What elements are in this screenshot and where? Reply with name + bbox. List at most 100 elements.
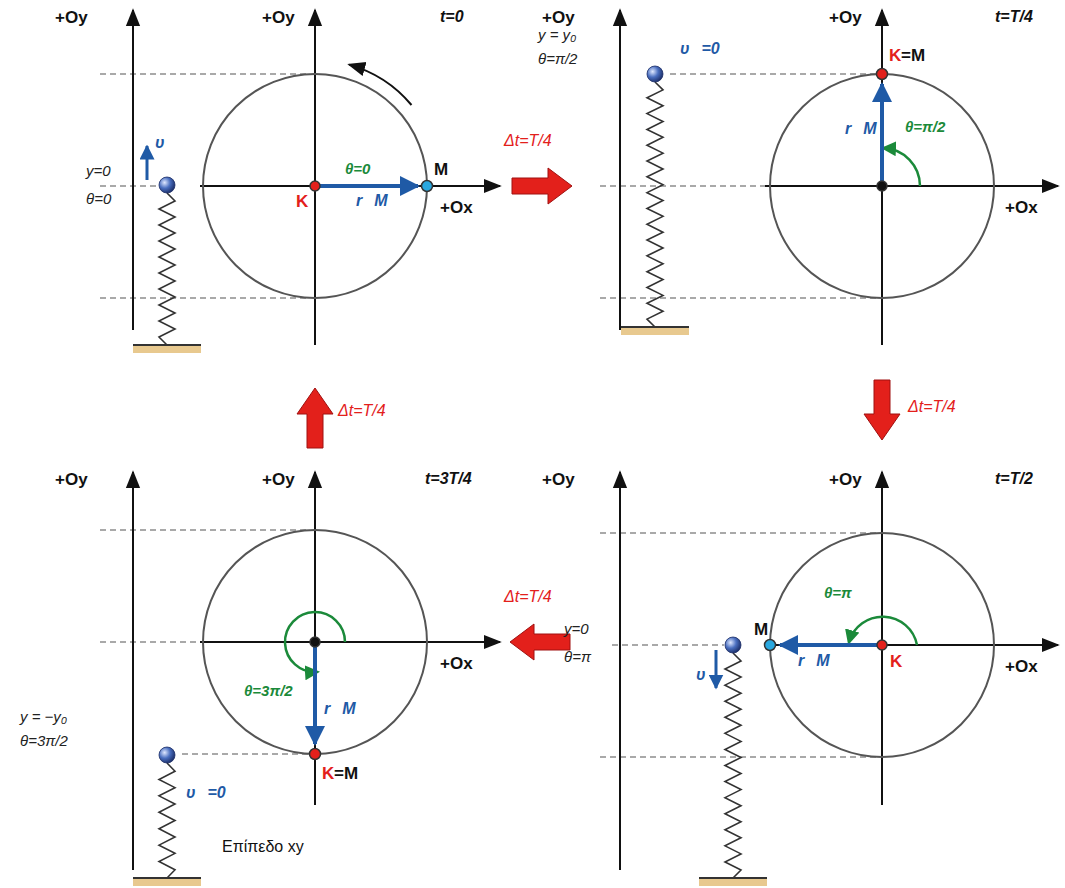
transition-arrow [297, 388, 333, 448]
angle-label: θ=0 [86, 190, 111, 207]
guide-line [100, 74, 876, 757]
transition-arrow [510, 624, 570, 660]
point-label: K [890, 652, 902, 672]
guide-line [612, 644, 724, 645]
axis [200, 641, 500, 643]
point-label: M [434, 160, 448, 180]
spring-base [133, 878, 201, 886]
position-label: y = y₀ [538, 26, 576, 43]
axis [881, 472, 883, 805]
guide-line [100, 529, 310, 530]
guide-line [100, 185, 158, 186]
reference-circle [203, 530, 427, 754]
point-label: =M [334, 764, 358, 784]
axis-label: +Ox [440, 654, 473, 674]
circle-point [765, 640, 776, 651]
axis [619, 10, 621, 330]
rotation-arrow [349, 65, 412, 105]
interval-label: Δt=T/4 [504, 588, 552, 606]
axis-label: +Oy [542, 8, 575, 28]
circle-point [877, 640, 887, 650]
velocity-arrow [147, 146, 716, 688]
velocity-label: υ⃗=0⃗ [680, 40, 732, 58]
angle-label: θ=π/2 [905, 118, 945, 135]
mass-ball [159, 747, 175, 763]
axis-label: +Oy [542, 470, 575, 490]
position-label: y = −y₀ [20, 708, 67, 725]
point-label: K [889, 46, 901, 66]
axis [132, 10, 134, 330]
velocity-label: υ⃗=0⃗ [186, 784, 238, 802]
axis [133, 10, 1058, 870]
axis [200, 185, 500, 187]
reference-circle [770, 74, 994, 298]
axis-label: +Oy [55, 8, 88, 28]
circle-point [877, 69, 888, 80]
axis-label: +Oy [262, 470, 295, 490]
radius-vector [315, 184, 418, 188]
axis-label: +Oy [829, 470, 862, 490]
spring-base [621, 327, 689, 335]
spring-coil [159, 193, 175, 345]
guide-line [670, 73, 876, 74]
spring [133, 66, 767, 886]
guide-line [600, 532, 876, 533]
axis [765, 644, 1058, 646]
velocity-label: υ⃗ [155, 134, 176, 152]
guide-line [100, 73, 310, 74]
transition-arrow [864, 380, 900, 440]
guide-line [600, 297, 876, 298]
axis [881, 10, 883, 345]
plane-label: Επίπεδο xy [222, 838, 304, 856]
velocity-arrow [146, 146, 149, 180]
reference-circle [203, 74, 994, 757]
point-label: K [296, 192, 308, 212]
axis [132, 472, 134, 870]
transition-arrow [297, 168, 900, 660]
angle-label: θ=π [564, 648, 591, 665]
vector-label: r⃗M [798, 652, 830, 670]
axis [765, 185, 1058, 187]
transition-arrow [512, 168, 572, 204]
angle-arc [884, 148, 920, 186]
axis-label: +Oy [262, 8, 295, 28]
circle-point [310, 181, 320, 191]
angle-label: θ=3π/2 [20, 732, 68, 749]
guide-line [600, 185, 770, 186]
reference-circle [203, 74, 427, 298]
reference-circle [770, 533, 994, 757]
mass-ball [725, 637, 741, 653]
time-label: t=0 [440, 8, 464, 26]
circle-point [877, 181, 887, 191]
velocity-label: υ⃗ [696, 666, 717, 684]
interval-label: Δt=T/4 [908, 398, 956, 416]
spring-coil [159, 763, 175, 878]
angle-label: θ=π/2 [538, 50, 577, 67]
axis [314, 10, 316, 345]
radius-vector [780, 643, 882, 647]
mass-ball [647, 66, 663, 82]
angle-arc [285, 148, 920, 672]
axis [619, 472, 621, 870]
vector-label: r⃗M [845, 120, 877, 138]
vector-label: r⃗M [356, 192, 388, 210]
spring-base [699, 878, 767, 886]
axis-label: +Ox [440, 198, 473, 218]
axis-label: +Ox [1005, 198, 1038, 218]
spring-base [133, 877, 201, 879]
spring-base [699, 877, 767, 879]
time-label: t=T/4 [995, 8, 1033, 26]
guide-line [100, 297, 310, 298]
time-label: t=T/2 [995, 470, 1033, 488]
angle-label: θ=π [824, 584, 852, 601]
guide-line [182, 753, 310, 754]
axis-label: +Ox [1005, 657, 1038, 677]
time-label: t=3T/4 [425, 470, 472, 488]
circle-point [310, 69, 888, 760]
point-label: K [322, 764, 334, 784]
radius-vector [313, 642, 317, 744]
mass-ball [159, 177, 175, 193]
axis-label: +Oy [829, 8, 862, 28]
interval-label: Δt=T/4 [338, 402, 386, 420]
